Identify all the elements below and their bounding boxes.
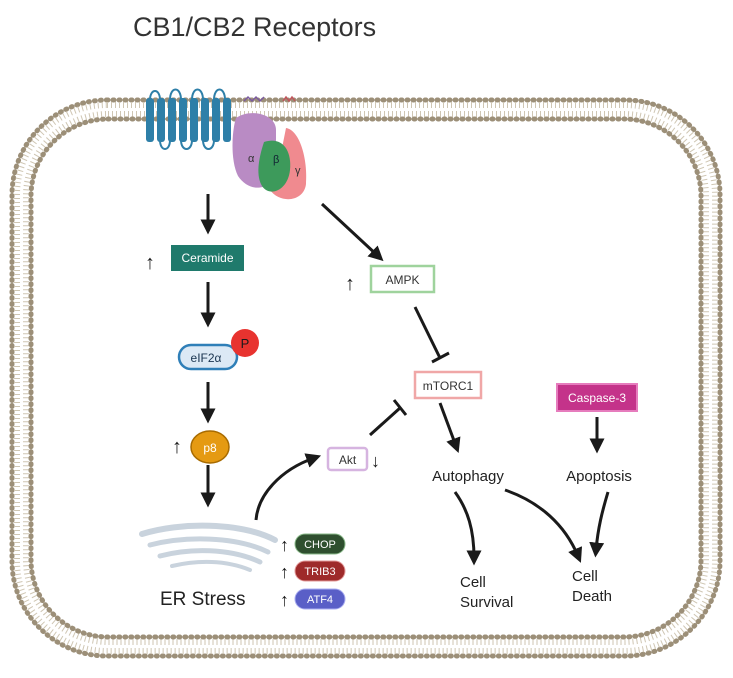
phospho-label: P: [241, 336, 250, 351]
cell-survival-label-line2: Survival: [460, 594, 513, 611]
up-arrow-indicator: ↑: [280, 535, 289, 555]
arrows: [200, 194, 610, 566]
arrow-mtorc1-autophagy: [438, 402, 461, 454]
atf4-label: ATF4: [307, 594, 333, 606]
inhibit-ampk-mtorc1: [413, 306, 442, 359]
autophagy-label: Autophagy: [432, 468, 504, 485]
g-beta-label: β: [273, 154, 279, 166]
ceramide-node: ↑ Ceramide: [145, 245, 244, 274]
chop-node: ↑ CHOP: [280, 533, 346, 555]
up-arrow-indicator: ↑: [280, 562, 289, 582]
mtorc1-label: mTORC1: [423, 379, 474, 393]
er-icon: [139, 522, 278, 572]
arrow-autophagy-survival: [453, 491, 482, 566]
akt-node: Akt ↓: [326, 446, 380, 472]
caspase3-label: Caspase-3: [568, 391, 626, 405]
inhibit-ampk-mtorc1-bar: [431, 351, 450, 364]
arrow-receptor-ampk: [320, 202, 384, 262]
g-protein-icon: α β γ: [232, 95, 307, 200]
trib3-label: TRIB3: [304, 566, 335, 578]
ceramide-label: Ceramide: [181, 251, 233, 265]
arrow-er-akt: [254, 453, 322, 521]
ampk-node: ↑ AMPK: [345, 264, 436, 295]
eif2a-label: eIF2α: [191, 351, 222, 365]
arrow-autophagy-death: [504, 488, 583, 563]
ampk-label: AMPK: [385, 273, 419, 287]
caspase3-node: Caspase-3: [556, 383, 638, 412]
atf4-node: ↑ ATF4: [280, 588, 346, 610]
g-alpha-label: α: [248, 153, 255, 165]
mtorc1-node: mTORC1: [413, 370, 483, 400]
apoptosis-label: Apoptosis: [566, 468, 632, 485]
page-title: CB1/CB2 Receptors: [133, 12, 377, 42]
up-arrow-indicator: ↑: [145, 252, 155, 274]
p8-node: ↑ p8: [172, 430, 230, 464]
arrow-apoptosis-death: [589, 491, 610, 558]
cell-death-label-line1: Cell: [572, 568, 598, 585]
eif2a-node: eIF2α P: [177, 329, 259, 371]
cell-survival-label-line1: Cell: [460, 574, 486, 591]
p8-label: p8: [203, 441, 217, 455]
down-arrow-indicator: ↓: [371, 451, 380, 471]
akt-label: Akt: [339, 453, 357, 467]
trib3-node: ↑ TRIB3: [280, 560, 346, 582]
cell-death-label-line2: Death: [572, 588, 612, 605]
g-gamma-label: γ: [295, 165, 301, 177]
up-arrow-indicator: ↑: [345, 273, 355, 295]
chop-label: CHOP: [304, 539, 336, 551]
cell-membrane: [9, 97, 723, 659]
up-arrow-indicator: ↑: [280, 590, 289, 610]
inhibit-akt-mtorc1: [368, 406, 402, 437]
cb-receptor-icon: [146, 88, 231, 150]
inhibit-akt-mtorc1-bar: [392, 399, 408, 416]
er-stress-label: ER Stress: [160, 589, 246, 610]
phospho-icon: [231, 329, 259, 357]
up-arrow-indicator: ↑: [172, 436, 182, 458]
